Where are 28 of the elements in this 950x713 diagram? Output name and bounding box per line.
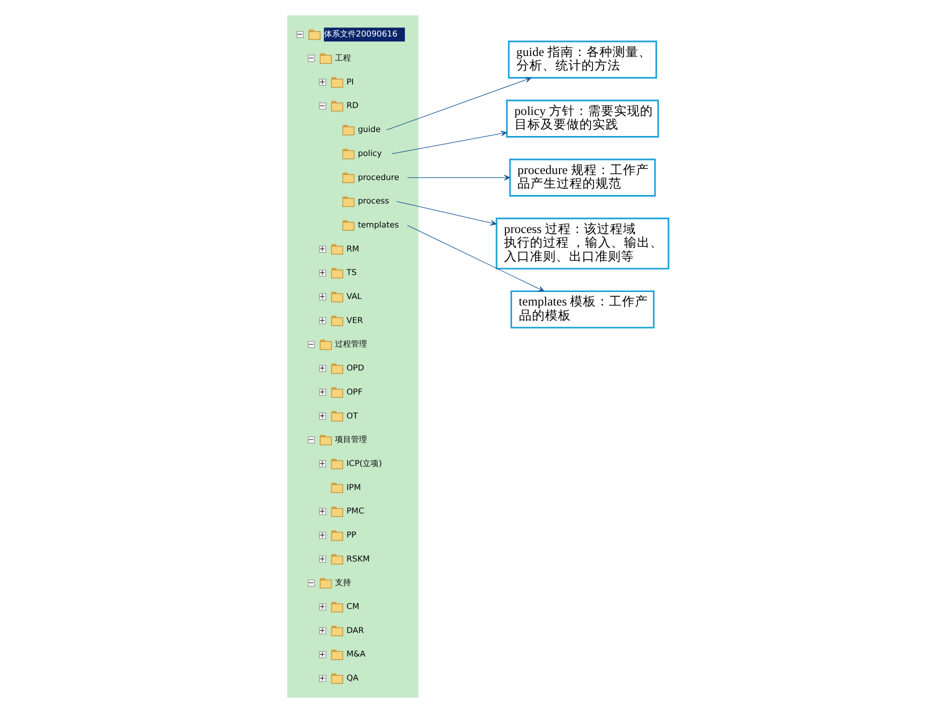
node-label: process: [357, 196, 389, 206]
label: 体系文件20090616: [323, 28, 397, 39]
label: ICP(立项): [346, 458, 382, 468]
label: 项目管理: [334, 434, 367, 444]
label: OPD: [346, 362, 364, 373]
label: RSKM: [346, 553, 370, 564]
label: QA: [346, 672, 358, 683]
label: 工程: [334, 52, 351, 63]
label: VAL: [346, 291, 362, 302]
label: PMC: [346, 506, 364, 516]
node-label: guide: [357, 124, 380, 134]
label: OT: [346, 410, 358, 420]
label: DAR: [346, 624, 364, 635]
label: PI: [346, 76, 354, 86]
node-label: templates: [357, 219, 398, 230]
label: TS: [346, 267, 356, 278]
label: 支持: [334, 577, 351, 588]
label: PP: [346, 530, 356, 540]
node-label: policy: [357, 148, 382, 158]
label: 过程管理: [334, 338, 367, 349]
label: VER: [346, 314, 362, 325]
label: CM: [346, 601, 359, 612]
label: RD: [346, 100, 358, 110]
label: RM: [346, 243, 359, 254]
label: OPF: [346, 386, 362, 396]
label: IPM: [346, 482, 360, 492]
label: M&A: [346, 648, 365, 659]
node-label: procedure: [357, 172, 399, 182]
